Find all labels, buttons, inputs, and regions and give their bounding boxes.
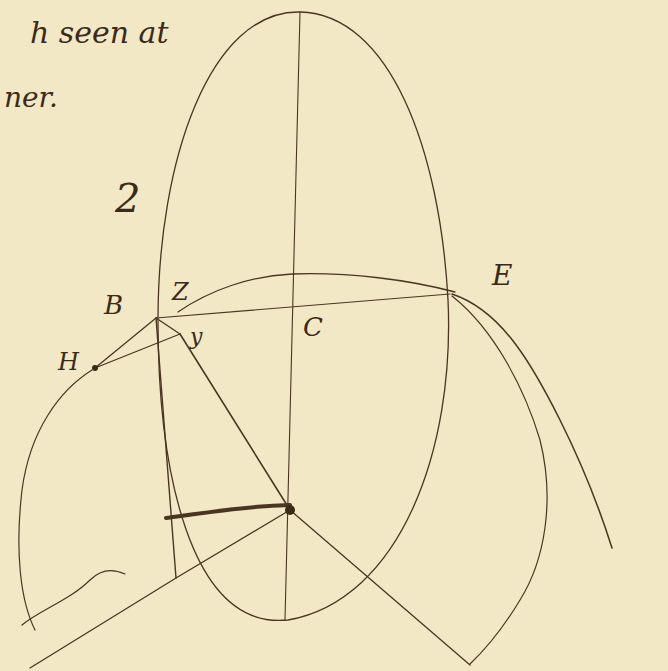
long-line	[30, 510, 290, 668]
point-label: C	[303, 314, 323, 340]
point-label: y	[190, 326, 202, 348]
figure-number: 2	[115, 178, 140, 218]
inner-right-curve	[452, 296, 547, 664]
upper-arc	[178, 274, 455, 312]
point-dot	[285, 505, 295, 515]
thick-stroke	[166, 505, 290, 518]
right-curve	[452, 294, 612, 548]
long-line	[290, 510, 470, 665]
construction-line	[95, 318, 180, 368]
construction-line	[156, 318, 176, 578]
squiggle	[22, 571, 125, 625]
construction-line	[156, 318, 180, 334]
large-oval	[158, 12, 449, 620]
vertical-axis	[285, 12, 300, 620]
point-label: Z	[172, 280, 189, 304]
note-text: h seen at	[30, 18, 169, 48]
point-label: H	[58, 350, 79, 374]
point-dot	[92, 365, 98, 371]
left-curve	[19, 370, 92, 630]
construction-line	[180, 334, 290, 510]
point-label: B	[104, 292, 123, 318]
note-text: ner.	[4, 84, 58, 112]
point-label: E	[492, 262, 512, 290]
